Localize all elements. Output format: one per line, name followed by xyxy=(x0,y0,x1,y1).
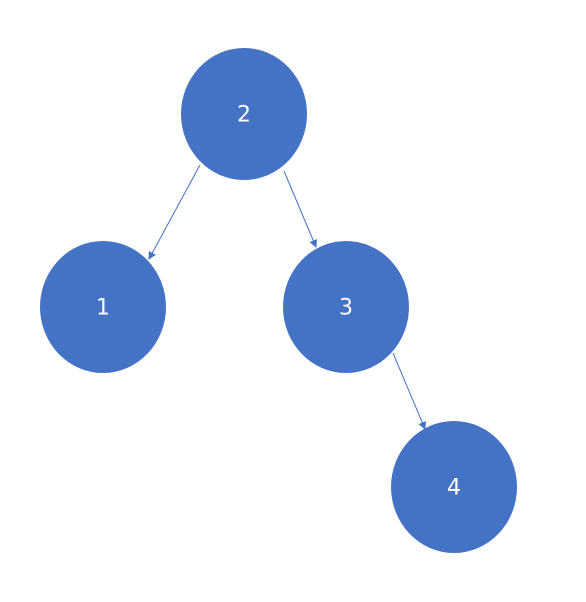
tree-node-1: 1 xyxy=(40,241,166,373)
tree-node-3: 3 xyxy=(283,241,409,373)
node-circle xyxy=(40,241,166,373)
tree-node-4: 4 xyxy=(391,421,517,553)
node-circle xyxy=(283,241,409,373)
node-circle xyxy=(181,48,307,180)
node-circle xyxy=(391,421,517,553)
node-label: 3 xyxy=(339,296,353,321)
edge-2-to-1 xyxy=(148,164,201,260)
edge-2-to-3 xyxy=(283,170,317,248)
edge-3-to-4 xyxy=(392,352,426,430)
node-label: 4 xyxy=(447,476,461,501)
node-label: 1 xyxy=(96,296,110,321)
node-label: 2 xyxy=(237,103,251,128)
tree-node-2: 2 xyxy=(181,48,307,180)
